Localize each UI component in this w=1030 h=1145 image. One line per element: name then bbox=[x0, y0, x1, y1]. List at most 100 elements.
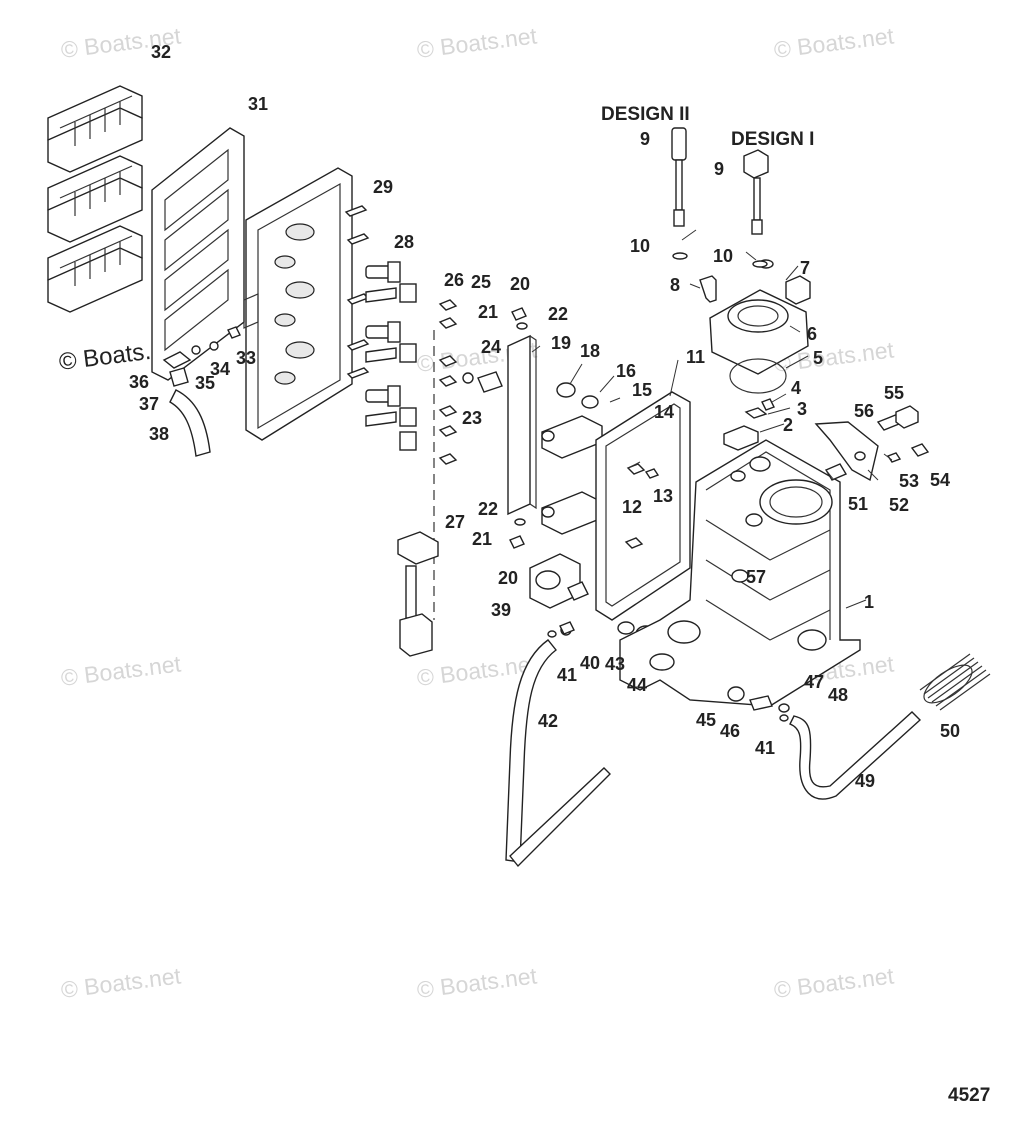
hose-49 bbox=[789, 711, 922, 800]
callout-layer: 32 31 29 28 26 25 20 21 22 19 24 18 16 1… bbox=[129, 42, 960, 791]
callout: 42 bbox=[538, 711, 558, 731]
cover-gasket bbox=[595, 391, 691, 621]
callout: 41 bbox=[557, 665, 577, 685]
callout: 57 bbox=[746, 567, 766, 587]
figure-number: 4527 bbox=[948, 1085, 990, 1106]
fuel-injectors bbox=[365, 261, 417, 451]
callout: 45 bbox=[696, 710, 716, 730]
fittings-40-41 bbox=[559, 621, 790, 722]
callout: 54 bbox=[930, 470, 950, 490]
callout: 22 bbox=[478, 499, 498, 519]
hose-42 bbox=[505, 639, 611, 868]
intake-manifold-plate bbox=[243, 167, 353, 441]
sensor-parts-2-4 bbox=[723, 398, 775, 451]
spring-50 bbox=[919, 653, 991, 711]
callout: 15 bbox=[632, 380, 652, 400]
callout: 31 bbox=[248, 94, 268, 114]
callout: 13 bbox=[653, 486, 673, 506]
watermark: © Boats.net bbox=[415, 962, 538, 1003]
callout: 37 bbox=[139, 394, 159, 414]
reed-blocks bbox=[47, 85, 143, 313]
pressure-regulator bbox=[529, 553, 589, 609]
callout: 28 bbox=[394, 232, 414, 252]
bolts-29 bbox=[344, 205, 370, 379]
callout: 35 bbox=[195, 373, 215, 393]
callout: 1 bbox=[864, 592, 874, 612]
callout: 9 bbox=[640, 129, 650, 149]
callout: 4 bbox=[791, 378, 801, 398]
callout: 27 bbox=[445, 512, 465, 532]
callout: 55 bbox=[884, 383, 904, 403]
injector-harness bbox=[397, 531, 439, 657]
callout: 2 bbox=[783, 415, 793, 435]
throttle-body bbox=[709, 259, 811, 375]
callout: 39 bbox=[491, 600, 511, 620]
bolt-8 bbox=[699, 275, 717, 303]
callout: 5 bbox=[813, 348, 823, 368]
callout: 16 bbox=[616, 361, 636, 381]
reed-plate-gasket bbox=[151, 127, 245, 381]
watermark: © Boats.net bbox=[772, 962, 895, 1003]
callout: 25 bbox=[471, 272, 491, 292]
watermark: © Boats.net bbox=[415, 22, 538, 63]
fuel-rail bbox=[507, 307, 537, 549]
clips bbox=[433, 299, 458, 620]
callout: 32 bbox=[151, 42, 171, 62]
callout: 43 bbox=[605, 654, 625, 674]
callout: 20 bbox=[498, 568, 518, 588]
callout: 18 bbox=[580, 341, 600, 361]
fittings-45-46 bbox=[727, 686, 773, 711]
callout: 56 bbox=[854, 401, 874, 421]
callout: 29 bbox=[373, 177, 393, 197]
callout: 21 bbox=[478, 302, 498, 322]
sensor-design-2 bbox=[671, 127, 688, 260]
watermark: © Boats.net bbox=[59, 650, 182, 691]
watermark: © Boats.net bbox=[59, 962, 182, 1003]
regulator-fitting bbox=[462, 371, 503, 393]
callout: 21 bbox=[472, 529, 492, 549]
callout: 40 bbox=[580, 653, 600, 673]
callout: 22 bbox=[548, 304, 568, 324]
vapor-separator-housing bbox=[619, 439, 861, 707]
callout: 33 bbox=[236, 348, 256, 368]
callout: 23 bbox=[462, 408, 482, 428]
watermark: © Boats.net bbox=[772, 22, 895, 63]
callout: 47 bbox=[804, 672, 824, 692]
sensor-design-1 bbox=[743, 149, 769, 268]
callout: 38 bbox=[149, 424, 169, 444]
callout: 8 bbox=[670, 275, 680, 295]
callout: 26 bbox=[444, 270, 464, 290]
callout: 48 bbox=[828, 685, 848, 705]
design-2-label: DESIGN II bbox=[601, 104, 690, 125]
callout: 52 bbox=[889, 495, 909, 515]
callout: 6 bbox=[807, 324, 817, 344]
callout: 12 bbox=[622, 497, 642, 517]
o-ring-5 bbox=[729, 358, 787, 394]
callout: 51 bbox=[848, 494, 868, 514]
mounting-bracket bbox=[814, 405, 930, 482]
callout: 36 bbox=[129, 372, 149, 392]
callout: 24 bbox=[481, 337, 501, 357]
callout: 3 bbox=[797, 399, 807, 419]
leader-lines bbox=[531, 229, 893, 609]
callout: 11 bbox=[686, 347, 705, 367]
callout: 41 bbox=[755, 738, 775, 758]
fuel-brackets bbox=[541, 382, 603, 535]
callout: 7 bbox=[800, 258, 810, 278]
callout: 20 bbox=[510, 274, 530, 294]
callout: 44 bbox=[627, 675, 647, 695]
callout: 53 bbox=[899, 471, 919, 491]
callout: 10 bbox=[630, 236, 650, 256]
callout: 14 bbox=[654, 402, 674, 422]
callout: 10 bbox=[713, 246, 733, 266]
callout: 34 bbox=[210, 359, 230, 379]
parts-layer bbox=[47, 85, 991, 868]
drain-fittings bbox=[162, 326, 241, 457]
callout: 9 bbox=[714, 159, 724, 179]
callout: 19 bbox=[551, 333, 571, 353]
callout: 50 bbox=[940, 721, 960, 741]
callout: 46 bbox=[720, 721, 740, 741]
callout: 49 bbox=[855, 771, 875, 791]
design-1-label: DESIGN I bbox=[731, 129, 814, 150]
